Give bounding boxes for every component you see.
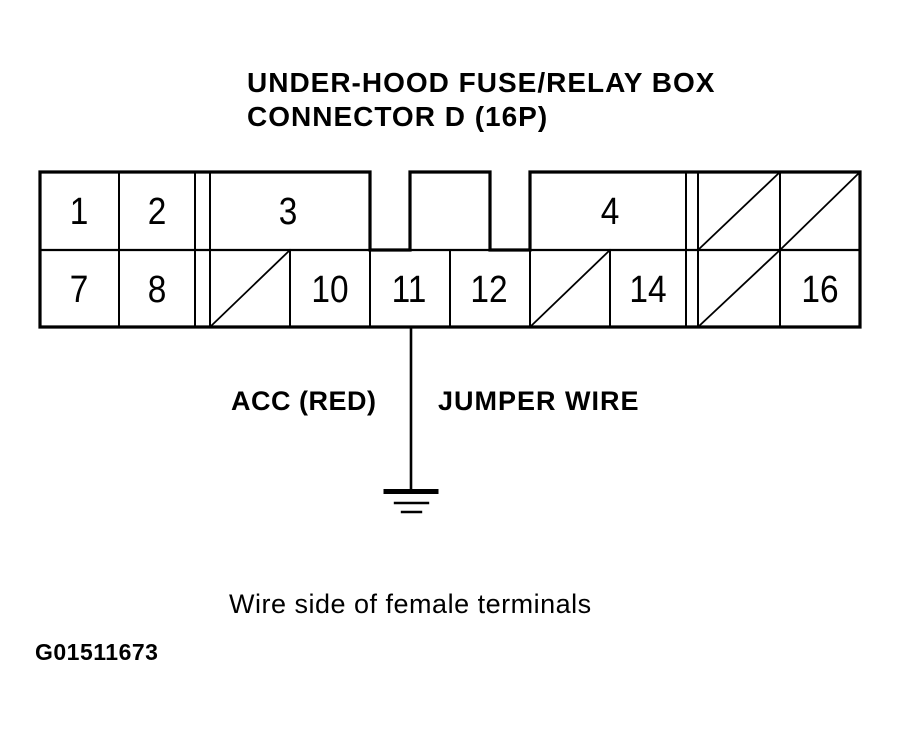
diagram-title: UNDER-HOOD FUSE/RELAY BOX CONNECTOR D (1…: [247, 66, 715, 134]
pin-label-14: 14: [629, 269, 667, 311]
pin-label-1: 1: [69, 191, 89, 233]
diagonal-cell-6: [778, 170, 862, 252]
title-line-1: UNDER-HOOD FUSE/RELAY BOX: [247, 67, 716, 98]
pin-label-8: 8: [147, 269, 167, 311]
pin-label-16: 16: [801, 269, 839, 311]
pin-label-7: 7: [69, 269, 89, 311]
diagram-caption: Wire side of female terminals: [229, 589, 592, 619]
pin-label-3: 3: [278, 191, 298, 233]
diagonal-cell-15: [696, 248, 782, 329]
diagonal-cell-13: [528, 248, 612, 329]
pin-label-2: 2: [147, 191, 167, 233]
pin-label-10: 10: [311, 269, 349, 311]
ground-symbol: [383, 489, 439, 514]
bottom-row-separators: [289, 249, 611, 328]
figure-id: G01511673: [35, 639, 159, 665]
wire-label-acc-red: ACC (RED): [231, 386, 377, 416]
diagonal-cell-9: [208, 248, 292, 329]
wire-label-jumper-wire: JUMPER WIRE: [438, 386, 640, 416]
pin-label-12: 12: [470, 269, 508, 311]
title-line-2: CONNECTOR D (16P): [247, 101, 549, 132]
diagonal-cell-5: [696, 170, 782, 252]
pin-label-4: 4: [600, 191, 620, 233]
crossed-cell-diagonals: [208, 170, 862, 329]
pin-label-11: 11: [391, 269, 427, 311]
